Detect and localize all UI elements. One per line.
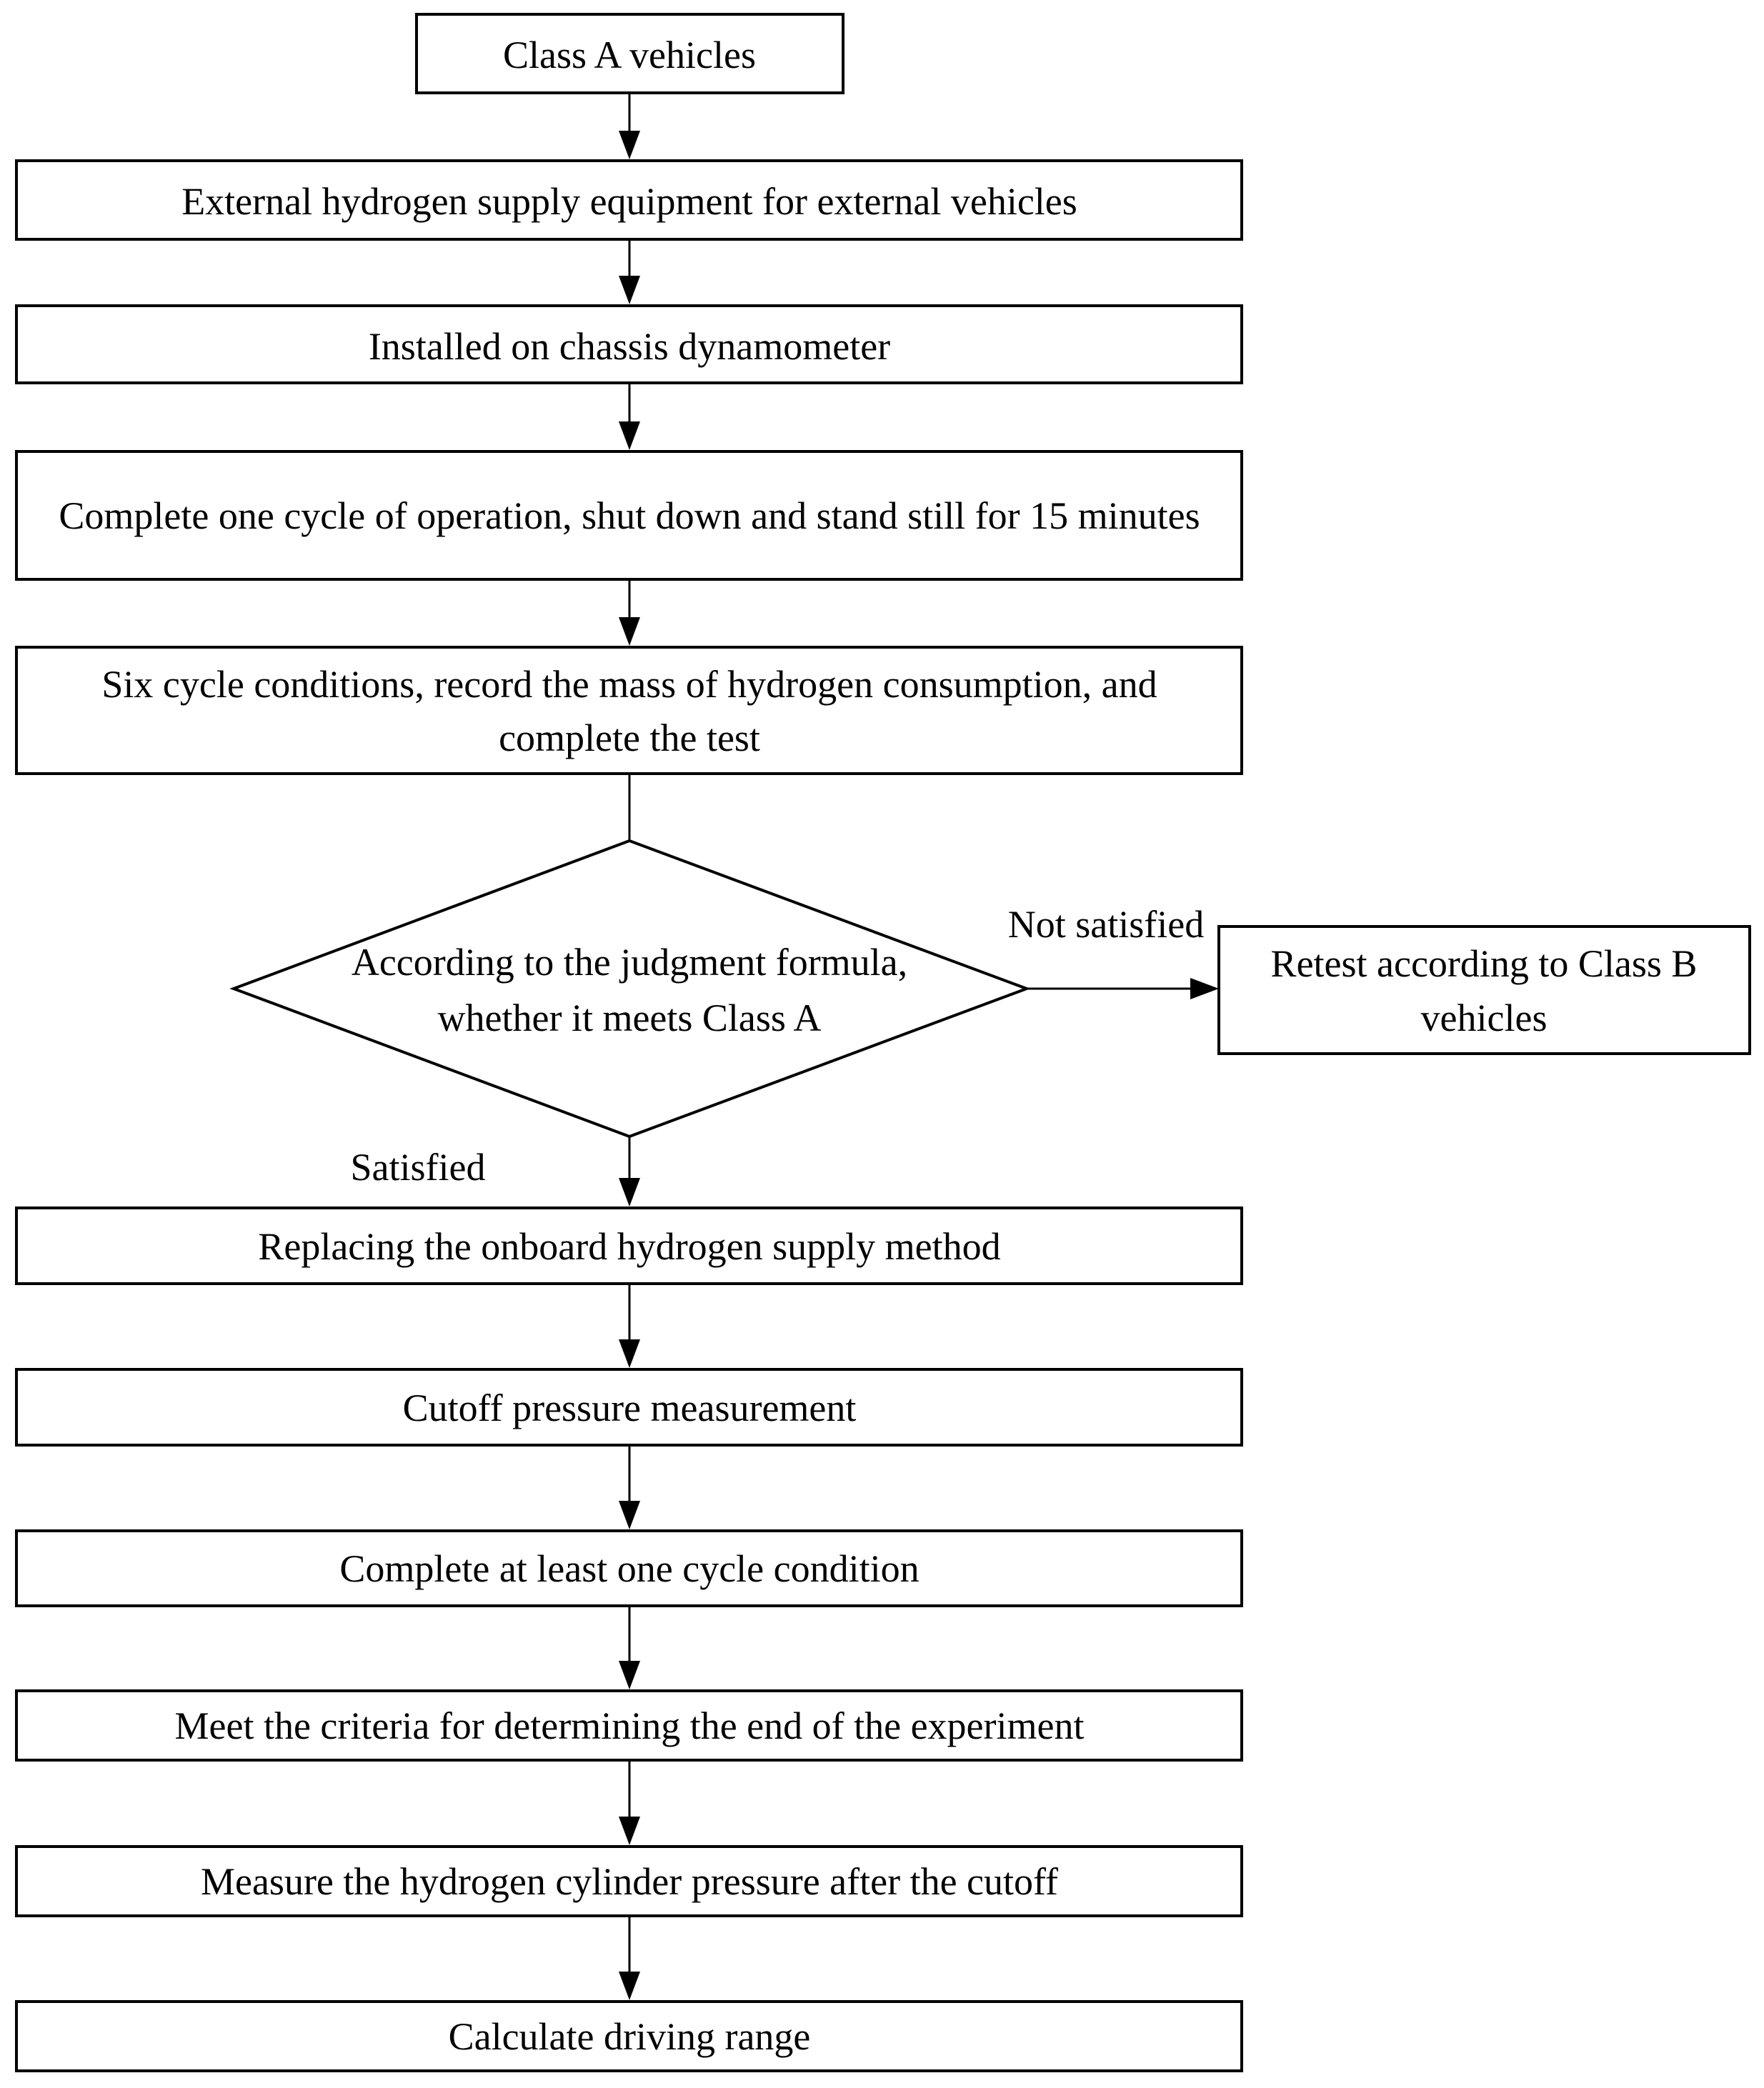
arrow-step8-to-step9: [619, 1760, 640, 1845]
node-chassis-dynamometer-label: Installed on chassis dynamometer: [369, 325, 890, 368]
arrow-step5-to-step6: [619, 1284, 640, 1368]
node-chassis-dynamometer: Installed on chassis dynamometer: [15, 304, 1243, 384]
node-one-cycle-condition-label: Complete at least one cycle condition: [339, 1547, 919, 1590]
node-onboard-supply-label: Replacing the onboard hydrogen supply me…: [258, 1225, 1000, 1268]
node-class-a-vehicles: Class A vehicles: [415, 13, 844, 94]
node-cutoff-pressure-label: Cutoff pressure measurement: [403, 1387, 857, 1429]
node-cylinder-pressure-label: Measure the hydrogen cylinder pressure a…: [201, 1860, 1058, 1903]
node-driving-range: Calculate driving range: [15, 2000, 1243, 2072]
arrow-step2-to-step3: [619, 383, 640, 450]
node-driving-range-label: Calculate driving range: [449, 2015, 811, 2058]
arrow-step9-to-step10: [619, 1916, 640, 2000]
decision-class-a-label-line1: According to the judgment formula,: [352, 941, 907, 984]
arrow-step3-to-step4: [619, 579, 640, 646]
node-external-supply: External hydrogen supply equipment for e…: [15, 159, 1243, 241]
edge-label-not-satisfied: Not satisfied: [1008, 903, 1204, 946]
node-external-supply-label: External hydrogen supply equipment for e…: [181, 180, 1077, 223]
arrow-step1-to-step2: [619, 239, 640, 304]
decision-class-a: According to the judgment formula, wheth…: [229, 839, 1031, 1139]
node-class-a-vehicles-label: Class A vehicles: [503, 34, 756, 76]
node-cutoff-pressure: Cutoff pressure measurement: [15, 1368, 1243, 1447]
node-end-criteria: Meet the criteria for determining the en…: [15, 1689, 1243, 1762]
decision-class-a-label-line2: whether it meets Class A: [438, 996, 822, 1039]
arrow-decision-to-step5: [619, 1137, 640, 1207]
arrow-decision-to-retest: [1027, 978, 1219, 999]
node-one-cycle: Complete one cycle of operation, shut do…: [15, 450, 1243, 581]
node-cylinder-pressure: Measure the hydrogen cylinder pressure a…: [15, 1845, 1243, 1917]
node-six-cycles: Six cycle conditions, record the mass of…: [15, 646, 1243, 775]
edge-label-satisfied: Satisfied: [351, 1146, 486, 1189]
node-six-cycles-label-line2: complete the test: [499, 716, 760, 759]
arrow-step7-to-step8: [619, 1606, 640, 1689]
node-retest-class-b-label-line2: vehicles: [1421, 996, 1548, 1039]
node-retest-class-b: Retest according to Class B vehicles: [1217, 925, 1751, 1055]
node-end-criteria-label: Meet the criteria for determining the en…: [175, 1704, 1085, 1747]
node-one-cycle-condition: Complete at least one cycle condition: [15, 1529, 1243, 1607]
node-retest-class-b-label-line1: Retest according to Class B: [1271, 942, 1698, 985]
node-one-cycle-label: Complete one cycle of operation, shut do…: [59, 494, 1200, 537]
node-six-cycles-label-line1: Six cycle conditions, record the mass of…: [101, 663, 1157, 706]
arrow-step6-to-step7: [619, 1445, 640, 1529]
node-onboard-supply: Replacing the onboard hydrogen supply me…: [15, 1207, 1243, 1285]
arrow-start-to-step1: [619, 93, 640, 159]
